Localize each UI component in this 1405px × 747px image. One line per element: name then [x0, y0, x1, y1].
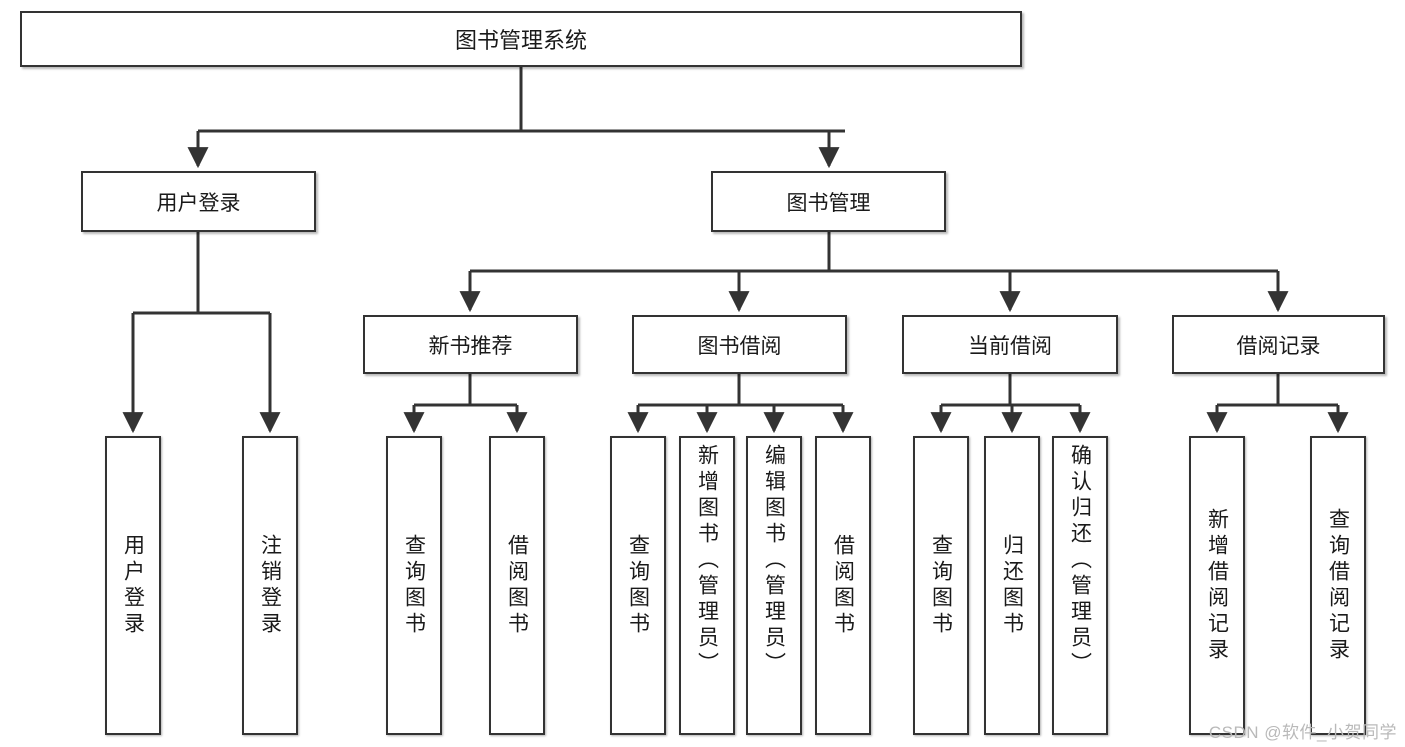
node-leaf-add-book-label: 新增图书（管理员） [695, 444, 719, 678]
node-leaf-user-login[interactable]: 用户登录 [105, 436, 161, 735]
node-current-borrow-label: 当前借阅 [968, 334, 1052, 358]
node-book-manage[interactable]: 图书管理 [711, 171, 946, 232]
node-current-borrow[interactable]: 当前借阅 [902, 315, 1118, 374]
node-leaf-user-login-label: 用户登录 [121, 533, 145, 638]
node-leaf-confirm-return-label: 确认归还（管理员） [1068, 444, 1092, 678]
node-leaf-return-book-label: 归还图书 [1000, 533, 1024, 638]
node-leaf-query-record[interactable]: 查询借阅记录 [1310, 436, 1366, 735]
node-new-book-recommend-label: 新书推荐 [428, 334, 513, 358]
node-new-book-recommend[interactable]: 新书推荐 [363, 315, 578, 374]
node-leaf-user-logout[interactable]: 注销登录 [242, 436, 298, 735]
node-leaf-borrow-book-2[interactable]: 借阅图书 [815, 436, 871, 735]
node-borrow-record[interactable]: 借阅记录 [1172, 315, 1385, 374]
node-root[interactable]: 图书管理系统 [20, 11, 1022, 67]
node-leaf-user-logout-label: 注销登录 [258, 533, 282, 638]
node-borrow-record-label: 借阅记录 [1236, 334, 1321, 358]
node-user-login[interactable]: 用户登录 [81, 171, 316, 232]
node-leaf-query-book-3-label: 查询图书 [929, 533, 953, 638]
node-book-borrow-label: 图书借阅 [697, 334, 782, 358]
node-leaf-add-record-label: 新增借阅记录 [1205, 507, 1229, 664]
node-leaf-edit-book[interactable]: 编辑图书（管理员） [746, 436, 802, 735]
node-leaf-confirm-return[interactable]: 确认归还（管理员） [1052, 436, 1108, 735]
node-leaf-borrow-book-1[interactable]: 借阅图书 [489, 436, 545, 735]
node-user-login-label: 用户登录 [156, 191, 241, 215]
node-leaf-query-book-3[interactable]: 查询图书 [913, 436, 969, 735]
node-leaf-add-book[interactable]: 新增图书（管理员） [679, 436, 735, 735]
node-leaf-add-record[interactable]: 新增借阅记录 [1189, 436, 1245, 735]
node-leaf-query-record-label: 查询借阅记录 [1326, 507, 1350, 664]
node-leaf-query-book-2[interactable]: 查询图书 [610, 436, 666, 735]
node-leaf-edit-book-label: 编辑图书（管理员） [762, 444, 786, 678]
node-leaf-return-book[interactable]: 归还图书 [984, 436, 1040, 735]
node-book-borrow[interactable]: 图书借阅 [632, 315, 847, 374]
node-leaf-borrow-book-2-label: 借阅图书 [831, 533, 855, 638]
node-book-manage-label: 图书管理 [786, 191, 871, 215]
node-leaf-borrow-book-1-label: 借阅图书 [505, 533, 529, 638]
node-leaf-query-book-1[interactable]: 查询图书 [386, 436, 442, 735]
node-leaf-query-book-1-label: 查询图书 [402, 533, 426, 638]
node-root-label: 图书管理系统 [454, 28, 587, 53]
watermark: CSDN @软件_小贺同学 [1208, 723, 1397, 742]
node-leaf-query-book-2-label: 查询图书 [626, 533, 650, 638]
